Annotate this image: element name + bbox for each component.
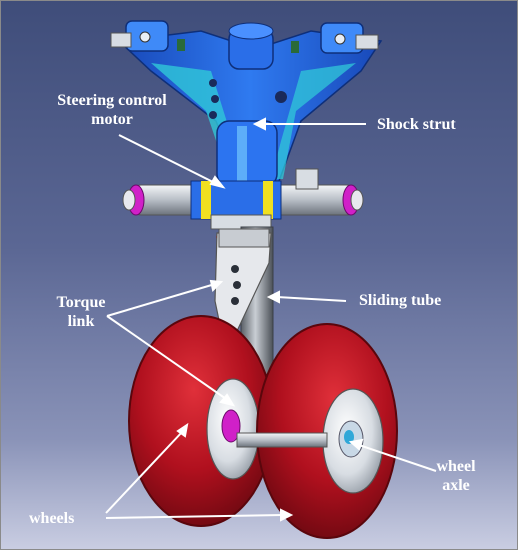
label-wheels: wheels [29, 510, 75, 527]
arrowhead-shock-strut [252, 117, 266, 131]
leader-steering-motor [118, 134, 224, 188]
label-shock-strut: Shock strut [377, 116, 456, 133]
label-torque-link-line2: link [67, 313, 95, 330]
leader-lines [105, 117, 437, 522]
leader-wheel-axle [358, 444, 437, 472]
label-sliding-tube: Sliding tube [359, 292, 442, 309]
label-steering-control-motor-line1: Steering control [57, 92, 167, 109]
arrowhead-steering-motor [209, 175, 226, 189]
arrowhead-torque-link-upper [209, 279, 224, 292]
label-steering-control-motor: Steering control motor [37, 91, 187, 129]
leader-torque-link-lower [106, 315, 230, 402]
arrowhead-wheels-left [176, 422, 189, 438]
axle-crossbar [236, 432, 328, 448]
arrowhead-wheel-axle [348, 438, 364, 451]
leader-torque-link-upper [106, 283, 216, 317]
arrowhead-torque-link-lower [219, 393, 236, 407]
right-wheel [256, 323, 398, 539]
label-wheel-axle: wheel axle [421, 457, 491, 495]
label-wheel-axle-line1: wheel [436, 458, 476, 475]
leader-wheels-right [105, 514, 284, 519]
label-steering-control-motor-line2: motor [91, 111, 133, 128]
leader-wheels-left [105, 430, 184, 514]
leader-sliding-tube [276, 296, 347, 302]
arrowhead-sliding-tube [266, 290, 280, 304]
label-torque-link: Torque link [41, 293, 121, 331]
label-torque-link-line1: Torque [56, 294, 106, 311]
shock-strut-assembly [110, 20, 383, 187]
steering-collar [122, 168, 364, 240]
arrowhead-wheels-right [280, 508, 294, 522]
label-wheel-axle-line2: axle [442, 477, 470, 494]
